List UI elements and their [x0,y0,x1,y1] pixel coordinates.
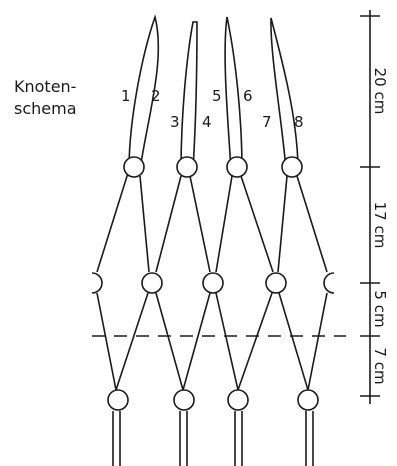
knot-half [91,272,103,294]
title-line-1: Knoten- [14,77,77,96]
cord-number: 6 [243,87,253,105]
cord-loop-5-6 [224,16,243,171]
knot [227,389,249,411]
dimension-label-7cm: 7 cm [371,347,389,384]
diagram-title: Knoten- schema [14,76,77,120]
cord-loop-1-2 [128,14,160,171]
knot-half [323,272,335,294]
knot [141,272,163,294]
dimension-label-20cm: 20 cm [371,68,389,115]
cord-number: 2 [151,87,161,105]
cord-number: 3 [170,113,180,131]
cord-number: 7 [262,113,272,131]
knot [107,389,129,411]
cord-number: 5 [212,87,222,105]
cord-number: 8 [294,113,304,131]
cord-loop-3-4 [180,21,198,171]
knot [226,156,248,178]
knot [281,156,303,178]
cord-loop-7-8 [270,17,299,171]
cord-number: 1 [121,87,131,105]
knot [176,156,198,178]
knot [297,389,319,411]
title-line-2: schema [14,99,77,118]
dimension-label-5cm: 5 cm [371,290,389,327]
dimension-label-17cm: 17 cm [371,202,389,249]
cord-number: 4 [202,113,212,131]
knot [173,389,195,411]
knot [202,272,224,294]
knot [123,156,145,178]
knot [265,272,287,294]
